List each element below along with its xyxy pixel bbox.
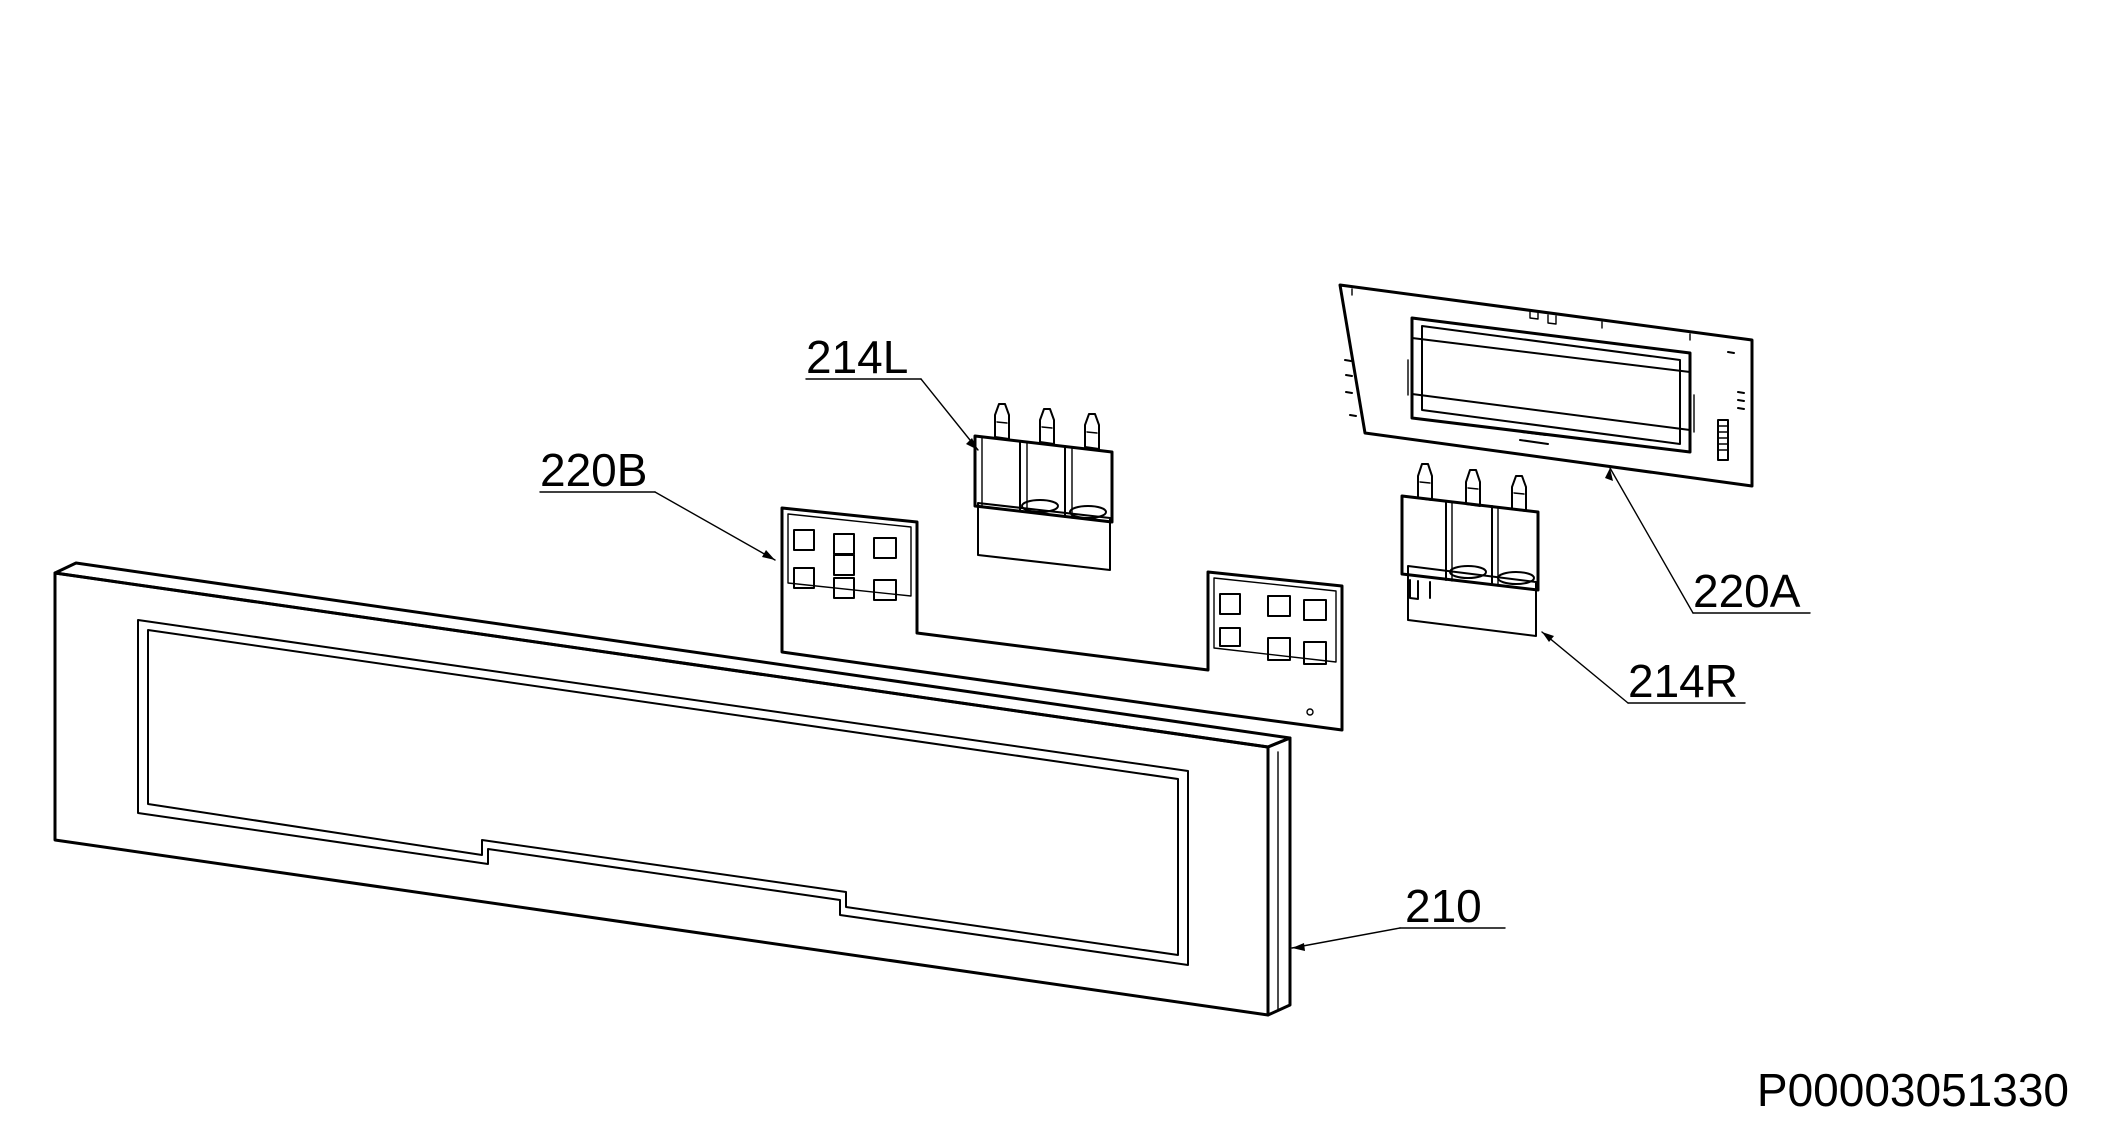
leader-arrowheads [762, 438, 1613, 951]
connector-pins [1717, 419, 1729, 461]
knob-stems-left [994, 403, 1100, 450]
part-220B-key-board [780, 506, 1344, 732]
callout-214R: 214R [1628, 655, 1738, 707]
part-220A-display-board [1338, 283, 1754, 488]
callout-220A: 220A [1693, 565, 1801, 617]
document-number: P00003051330 [1757, 1064, 2069, 1116]
part-214L-knob-set-left [973, 403, 1114, 571]
knob-stems-right [1417, 463, 1527, 512]
callout-214L: 214L [806, 331, 908, 383]
part-210-panel-frame [53, 561, 1292, 1017]
part-214R-knob-set-right [1400, 463, 1540, 637]
callout-210: 210 [1405, 880, 1482, 932]
leader-lines [539, 378, 1811, 949]
callout-220B: 220B [540, 444, 647, 496]
